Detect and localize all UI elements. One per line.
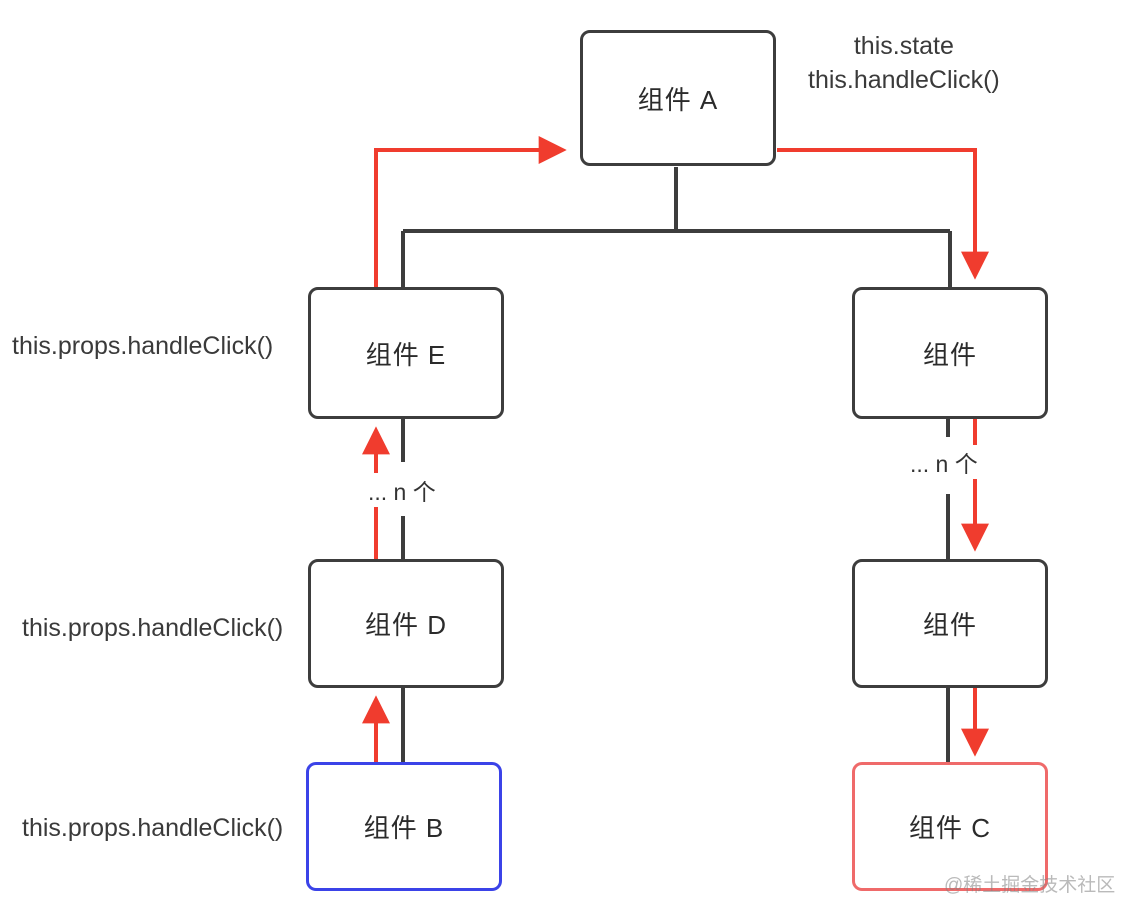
node-component-a[interactable]: 组件 A — [580, 30, 776, 166]
annotation-props-handleclick-e: this.props.handleClick() — [12, 332, 274, 360]
node-label: 组件 — [922, 610, 977, 640]
annotation-props-handleclick-d: this.props.handleClick() — [22, 614, 284, 642]
annotation-this-state: this.state this.handleClick() — [808, 30, 1000, 98]
annotation-n-items-right: ... n 个 — [908, 445, 980, 479]
flow-a-to-right1 — [777, 148, 989, 280]
annotation-line-1: this.state — [853, 32, 954, 60]
node-label: 组件 — [922, 339, 977, 370]
node-label: 组件 A — [637, 84, 719, 115]
node-label: 组件 C — [908, 813, 991, 843]
node-label: 组件 E — [365, 339, 447, 370]
node-component-b[interactable]: 组件 B — [306, 762, 502, 891]
node-component-e[interactable]: 组件 E — [308, 287, 504, 419]
node-component-d[interactable]: 组件 D — [308, 559, 504, 688]
node-label: 组件 D — [364, 610, 447, 640]
annotation-line-2: this.handleClick() — [808, 65, 1000, 94]
node-component-right-1[interactable]: 组件 — [852, 287, 1048, 419]
node-component-c[interactable]: 组件 C — [852, 762, 1048, 891]
annotation-props-handleclick-b: this.props.handleClick() — [22, 814, 284, 842]
flow-e-to-a — [374, 136, 567, 287]
node-label: 组件 B — [363, 813, 445, 843]
watermark: @稀土掘金技术社区 — [944, 875, 1116, 896]
annotation-n-items-left: ... n 个 — [366, 473, 438, 507]
node-component-right-2[interactable]: 组件 — [852, 559, 1048, 688]
